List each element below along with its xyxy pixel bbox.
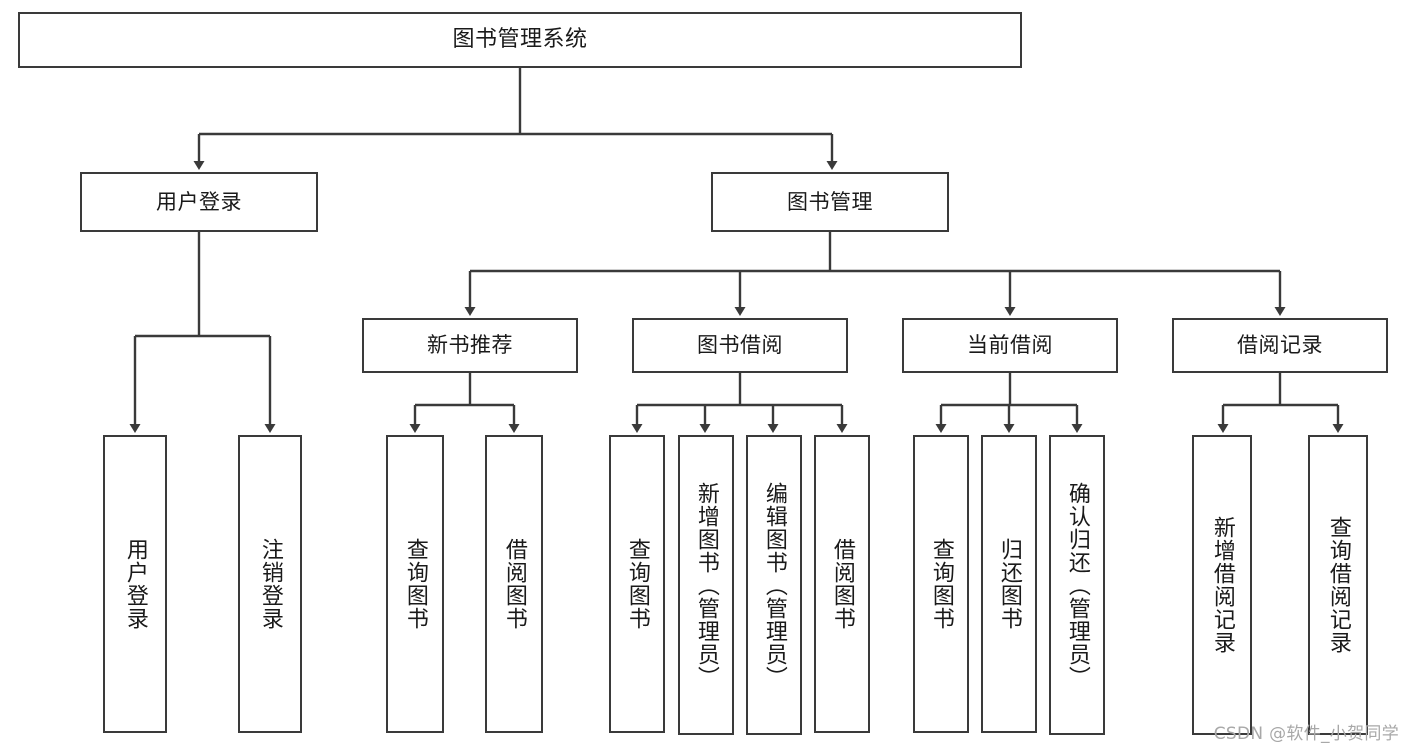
node-leaf-borrow-query[interactable]: 查询图书 <box>609 435 665 733</box>
node-leaf-borrow-do[interactable]: 借阅图书 <box>814 435 870 733</box>
node-label: 查询图书 <box>928 538 954 630</box>
node-label: 查询借阅记录 <box>1325 516 1351 654</box>
node-label: 图书管理系统 <box>452 27 588 53</box>
node-leaf-cur-return[interactable]: 归还图书 <box>981 435 1037 733</box>
node-leaf-borrow-add[interactable]: 新增图书（管理员） <box>678 435 734 735</box>
node-label: 新增图书（管理员） <box>693 481 719 689</box>
node-label: 确认归还（管理员） <box>1064 481 1090 689</box>
node-label: 编辑图书（管理员） <box>761 481 787 689</box>
node-label: 借阅图书 <box>829 538 855 630</box>
node-label: 注销登录 <box>257 538 283 630</box>
node-label: 当前借阅 <box>967 333 1053 358</box>
node-label: 查询图书 <box>402 538 428 630</box>
node-label: 查询图书 <box>624 538 650 630</box>
node-leaf-rec-add[interactable]: 新增借阅记录 <box>1192 435 1252 735</box>
node-leaf-cur-confirm[interactable]: 确认归还（管理员） <box>1049 435 1105 735</box>
node-user-login[interactable]: 用户登录 <box>80 172 318 232</box>
node-new-book-rec[interactable]: 新书推荐 <box>362 318 578 373</box>
node-label: 借阅记录 <box>1237 333 1323 358</box>
node-label: 借阅图书 <box>501 538 527 630</box>
node-borrow-record[interactable]: 借阅记录 <box>1172 318 1388 373</box>
node-leaf-rec-query[interactable]: 查询图书 <box>386 435 444 733</box>
node-leaf-rec-search[interactable]: 查询借阅记录 <box>1308 435 1368 735</box>
node-root-system[interactable]: 图书管理系统 <box>18 12 1022 68</box>
node-leaf-user-login[interactable]: 用户登录 <box>103 435 167 733</box>
node-label: 用户登录 <box>156 189 242 214</box>
node-label: 新书推荐 <box>427 333 513 358</box>
node-book-manage[interactable]: 图书管理 <box>711 172 949 232</box>
csdn-watermark: CSDN @软件_小贺同学 <box>1213 724 1399 744</box>
node-label: 归还图书 <box>996 538 1022 630</box>
node-current-borrow[interactable]: 当前借阅 <box>902 318 1118 373</box>
node-book-borrow[interactable]: 图书借阅 <box>632 318 848 373</box>
node-leaf-rec-borrow[interactable]: 借阅图书 <box>485 435 543 733</box>
node-leaf-cur-query[interactable]: 查询图书 <box>913 435 969 733</box>
node-leaf-user-logout[interactable]: 注销登录 <box>238 435 302 733</box>
node-label: 用户登录 <box>122 538 148 630</box>
node-label: 图书借阅 <box>697 333 783 358</box>
node-label: 图书管理 <box>787 189 873 214</box>
node-label: 新增借阅记录 <box>1209 516 1235 654</box>
node-leaf-borrow-edit[interactable]: 编辑图书（管理员） <box>746 435 802 735</box>
